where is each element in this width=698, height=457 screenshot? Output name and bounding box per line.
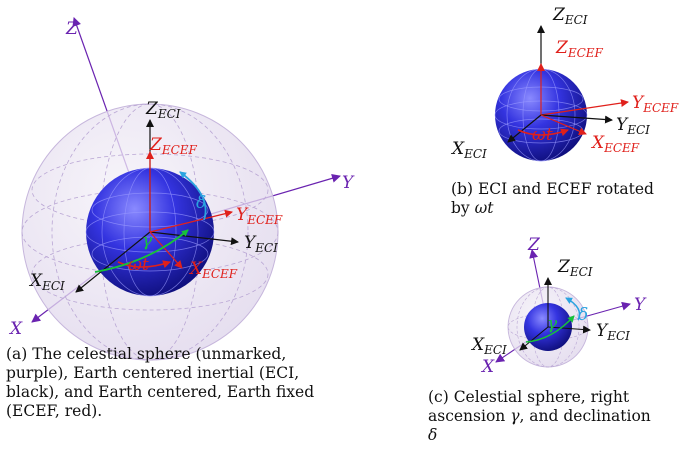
rotation-arc	[517, 128, 569, 137]
ecef-x-axis	[149, 231, 183, 269]
celestial-y-label: Y	[634, 295, 647, 315]
eci-x-axis	[507, 114, 542, 143]
omega-t-label: ωt	[128, 255, 149, 275]
caption-b-line2: by	[451, 199, 475, 217]
caption-b: (b) ECI and ECEF rotated by ωt	[451, 180, 696, 218]
panel-a: Z Y X ZECI ZECEF YECEF YECI XECI XECEF δ…	[8, 17, 355, 361]
caption-c: (c) Celestial sphere, right ascension γ,…	[428, 388, 696, 445]
ecef-z-label: ZECEF	[555, 38, 604, 60]
eci-x-label: XECI	[470, 335, 507, 357]
ecef-y-label: YECEF	[632, 93, 679, 115]
ecef-y-label: YECEF	[236, 205, 283, 227]
eci-z-label: ZECI	[145, 99, 181, 121]
declination-arc	[179, 171, 207, 221]
caption-b-line1: (b) ECI and ECEF rotated	[451, 180, 654, 198]
ascension-arc	[525, 315, 575, 343]
eci-y-axis	[547, 325, 591, 334]
caption-a: (a) The celestial sphere (unmarked, purp…	[6, 345, 315, 420]
rotation-arc	[117, 260, 171, 269]
eci-y-axis	[149, 231, 239, 246]
caption-c-line3: , and declination	[519, 407, 651, 425]
omega-t-label: ωt	[532, 125, 553, 145]
ecef-y-axis	[540, 99, 629, 116]
eci-y-label: YECI	[244, 233, 278, 255]
celestial-y-label: Y	[342, 173, 355, 193]
delta-label: δ	[196, 193, 206, 213]
ecef-x-axis	[540, 114, 587, 135]
eci-y-label: YECI	[616, 115, 650, 137]
caption-b-math: ωt	[474, 199, 494, 217]
eci-z-label: ZECI	[557, 257, 593, 279]
gamma-label: γ	[142, 231, 153, 251]
delta-label: δ	[578, 305, 588, 325]
eci-x-label: XECI	[28, 271, 65, 293]
panel-c: Z Y X ZECI YECI XECI δ γ	[470, 235, 647, 377]
eci-z-label: ZECI	[552, 5, 588, 27]
celestial-x-label: X	[8, 319, 23, 339]
celestial-z-label: Z	[65, 19, 79, 39]
panel-b: ZECI ZECEF YECEF YECI XECI XECEF ωt	[450, 5, 679, 162]
caption-c-line1: (c) Celestial sphere, right	[428, 388, 630, 406]
eci-x-axis	[519, 326, 549, 351]
gamma-label: γ	[547, 314, 558, 334]
eci-y-label: YECI	[596, 321, 630, 343]
celestial-x-label: X	[480, 357, 495, 377]
ecef-x-label: XECEF	[590, 133, 640, 155]
caption-c-delta: δ	[428, 426, 438, 444]
eci-y-axis	[540, 114, 613, 124]
ecef-z-label: ZECEF	[149, 135, 198, 157]
caption-c-gamma: γ	[510, 407, 520, 425]
declination-arc	[565, 297, 581, 321]
eci-x-axis	[75, 231, 151, 293]
celestial-z-label: Z	[527, 235, 541, 255]
ecef-x-label: XECEF	[188, 259, 238, 281]
ascension-arc	[94, 229, 189, 273]
eci-x-label: XECI	[450, 139, 487, 161]
caption-c-line2: ascension	[428, 407, 511, 425]
ecef-y-axis	[149, 209, 233, 233]
